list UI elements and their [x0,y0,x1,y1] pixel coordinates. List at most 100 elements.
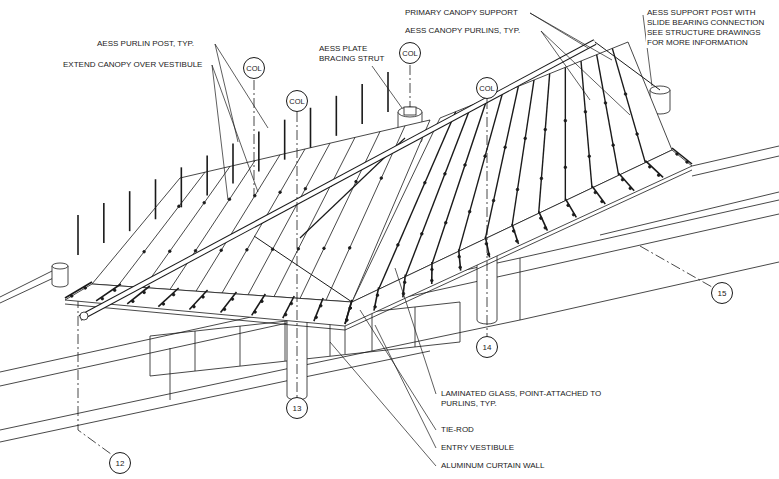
glass-fitting [629,187,632,190]
glass-fitting [564,119,567,122]
glass-fitting [355,180,358,183]
purlin [597,55,619,176]
purlin [221,292,237,312]
purlin [345,300,352,324]
purlin [459,249,461,270]
purlin-post [206,155,208,195]
column-tag: COL [402,49,417,58]
purlin-post [284,120,286,160]
grid-number: 15 [718,289,727,298]
glass-fitting [540,217,543,220]
column-tag: COL [246,64,261,73]
purlin [459,93,503,252]
purlin [512,80,534,226]
purlin [619,173,635,190]
glass-fitting [540,177,543,180]
purlin [431,262,433,284]
glass-fitting [612,144,615,147]
glass-fitting [315,316,318,319]
grid-bubble: 12 [109,452,131,474]
glass-fitting [376,294,379,297]
glass-fitting [544,227,547,230]
purlin [252,294,266,315]
laminated-glass [65,150,692,326]
bracing-strut [254,236,352,302]
glass-fitting [516,240,519,243]
glass-fitting [113,289,116,292]
glass-fitting [567,204,570,207]
grid-bubble: 15 [711,282,733,304]
glass-fitting [220,249,223,252]
glass-fitting [349,307,352,310]
glass-fitting [492,199,495,202]
glass-fitting [279,191,282,194]
glass-fitting [676,153,679,156]
glass-fitting [624,93,627,96]
purlin [672,148,692,164]
glass-fitting [169,250,172,253]
canopy-edge [65,170,692,330]
purlin [539,211,548,230]
glass-fitting [349,307,352,310]
purlin [158,288,178,307]
callout-label: PRIMARY CANOPY SUPPORT [404,8,519,18]
glass-fitting [544,128,547,131]
glass-fitting [564,166,567,169]
glass-fitting [202,296,205,299]
column-centerlines [254,65,410,196]
purlin [196,155,280,291]
purlin [274,137,355,296]
glass-fitting [572,213,575,216]
column-tag: COL [479,84,494,93]
purlin [512,224,519,244]
callout-label: AESS PURLIN POST, TYP. [96,39,195,49]
glass-fitting [345,319,348,322]
purlin [565,67,566,200]
glass-fitting [380,177,383,180]
purlin [300,132,380,299]
glass-fitting [468,210,471,213]
glass-fitting [657,174,660,177]
purlin [65,282,92,298]
glass-fitting [431,268,434,271]
glass-fitting [621,178,624,181]
purlin [374,287,379,310]
glass-fitting [403,281,406,284]
glass-fitting [290,302,293,305]
purlin [189,290,207,310]
glass-fitting [648,166,651,169]
purlin-post [310,108,312,148]
glass-fitting [516,188,519,191]
glass-fitting [345,319,348,322]
glass-fitting [588,155,591,158]
purlin [565,199,576,218]
grid-bubble: 13 [286,397,308,419]
column-marker: COL [286,90,308,112]
primary-canopy-support [80,42,595,318]
glass-fitting [348,247,351,250]
glass-fitting [444,221,447,224]
glass-fitting [636,133,639,136]
glass-fitting [178,205,181,208]
leader-lines [212,13,652,466]
glass-fitting [304,187,307,190]
glass-fitting [172,293,175,296]
column-marker: COL [476,77,498,99]
purlin-post [361,84,363,124]
grid-centerline [297,112,298,397]
glass-fitting [284,313,287,316]
column-tag: COL [289,97,304,106]
glass-fitting [254,311,257,314]
glass-fitting [512,230,515,233]
grid-number: 13 [293,404,302,413]
tube-end [80,312,88,320]
glass-fitting [686,161,689,164]
purlin [539,74,550,214]
glass-fitting [484,155,487,158]
purlin [314,298,323,321]
purlin [581,61,592,188]
glass-fitting [594,191,597,194]
purlin-post [155,179,157,219]
